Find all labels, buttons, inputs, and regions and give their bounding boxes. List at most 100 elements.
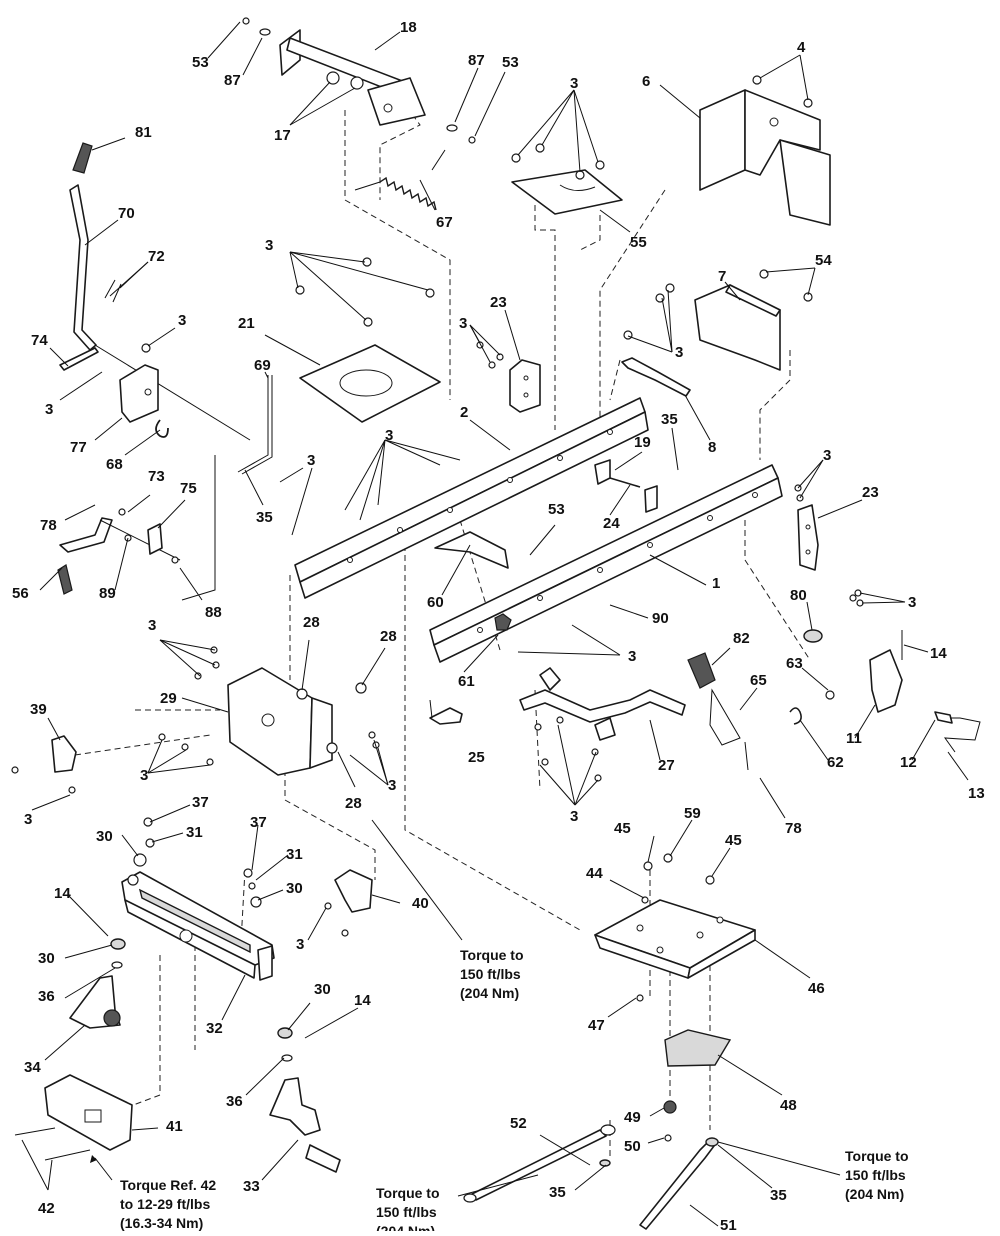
torque-note-left: Torque Ref. 42 to 12-29 ft/lbs (16.3-34 …: [120, 1177, 216, 1231]
part-18-pedal-shaft: [242, 17, 476, 144]
callout: 55: [630, 234, 647, 251]
callout: 36: [226, 1093, 243, 1110]
callout: 44: [586, 865, 603, 882]
callout: 28: [380, 628, 397, 645]
callout: 14: [354, 992, 371, 1009]
part-7-bracket: [655, 269, 813, 371]
leader-lines: [21, 21, 969, 1227]
part-77-bracket: [119, 343, 169, 438]
callout: 3: [908, 594, 916, 611]
part-69-rod: [181, 375, 273, 601]
torque-note-right: Torque to 150 ft/lbs (204 Nm): [845, 1148, 909, 1202]
part-55-plate: [511, 143, 623, 215]
callout: 77: [70, 439, 87, 456]
part-11-bracket: [803, 629, 981, 753]
callout: 53: [548, 501, 565, 518]
callout: 78: [785, 820, 802, 837]
callout: 34: [24, 1059, 41, 1076]
callout: 89: [99, 585, 116, 602]
callout: 3: [265, 237, 273, 254]
callout: 59: [684, 805, 701, 822]
callout: 31: [286, 846, 303, 863]
part-46-platform: [594, 853, 756, 1002]
callout: 53: [192, 54, 209, 71]
callout: 67: [436, 214, 453, 231]
callout: 4: [797, 39, 806, 56]
callout: 82: [733, 630, 750, 647]
callout: 3: [24, 811, 32, 828]
svg-text:Torque to: Torque to: [845, 1148, 909, 1164]
svg-text:150 ft/lbs: 150 ft/lbs: [376, 1204, 437, 1220]
callout: 70: [118, 205, 135, 222]
callout: 17: [274, 127, 291, 144]
callout: 72: [148, 248, 165, 265]
part-2-frame-rail-left: [294, 397, 649, 599]
part-75-plate: [118, 508, 179, 564]
callout: 35: [770, 1187, 787, 1204]
callout: 3: [459, 315, 467, 332]
part-33-spindle-right: [243, 868, 341, 1173]
callout: 35: [256, 509, 273, 526]
callout: 18: [400, 19, 417, 36]
callout: 7: [718, 268, 726, 285]
callout: 33: [243, 1178, 260, 1195]
callout: 80: [790, 587, 807, 604]
callout: 6: [642, 73, 650, 90]
callout: 12: [900, 754, 917, 771]
callout: 3: [178, 312, 186, 329]
callout: 61: [458, 673, 475, 690]
callout: 65: [750, 672, 767, 689]
part-39-bracket: [11, 735, 77, 794]
callout: 54: [815, 252, 832, 269]
part-67-spring: [354, 149, 446, 211]
callout: 81: [135, 124, 152, 141]
callout: 3: [296, 936, 304, 953]
callout: 30: [314, 981, 331, 998]
callout: 74: [31, 332, 48, 349]
callout: 2: [460, 404, 468, 421]
part-8-strap: [621, 330, 691, 397]
callout: 51: [720, 1217, 737, 1231]
callout: 3: [570, 75, 578, 92]
callout: 56: [12, 585, 29, 602]
callout: 35: [661, 411, 678, 428]
callout: 3: [675, 344, 683, 361]
callout: 8: [708, 439, 716, 456]
part-29-bracket: [158, 646, 380, 776]
svg-text:(204 Nm): (204 Nm): [845, 1186, 904, 1202]
callout: 28: [303, 614, 320, 631]
callout: 3: [388, 777, 396, 794]
callout: 88: [205, 604, 222, 621]
callout-labels: 53 87 18 17 87 53 67 3 55 4 6 81 70 72 3…: [12, 19, 985, 1234]
svg-text:Torque to: Torque to: [376, 1185, 440, 1201]
callout: 32: [206, 1020, 223, 1037]
callout: 28: [345, 795, 362, 812]
callout: 1: [712, 575, 720, 592]
part-51-drag-link: [639, 1137, 719, 1230]
callout: 63: [786, 655, 803, 672]
part-40-bracket: [324, 869, 373, 937]
part-6-bracket: [699, 75, 831, 226]
torque-note-bottom: Torque to 150 ft/lbs (204 Nm): [376, 1185, 440, 1236]
part-41-plate: [14, 1074, 133, 1161]
callout: 52: [510, 1115, 527, 1132]
svg-text:to 12-29 ft/lbs: to 12-29 ft/lbs: [120, 1196, 210, 1212]
svg-text:(16.3-34 Nm): (16.3-34 Nm): [120, 1215, 203, 1231]
part-48-sector-gear: [663, 1029, 732, 1142]
svg-text:Torque to: Torque to: [460, 947, 524, 963]
callout: 37: [192, 794, 209, 811]
callout: 3: [823, 447, 831, 464]
part-21-seat-plate: [295, 257, 441, 423]
callout: 48: [780, 1097, 797, 1114]
callout: 31: [186, 824, 203, 841]
callout: 45: [725, 832, 742, 849]
callout: 23: [490, 294, 507, 311]
callout: 30: [286, 880, 303, 897]
callout: 3: [140, 767, 148, 784]
callout: 73: [148, 468, 165, 485]
callout: 23: [862, 484, 879, 501]
callout: 90: [652, 610, 669, 627]
callout: 78: [40, 517, 57, 534]
callout: 3: [148, 617, 156, 634]
torque-note-mid: Torque to 150 ft/lbs (204 Nm): [460, 947, 524, 1001]
